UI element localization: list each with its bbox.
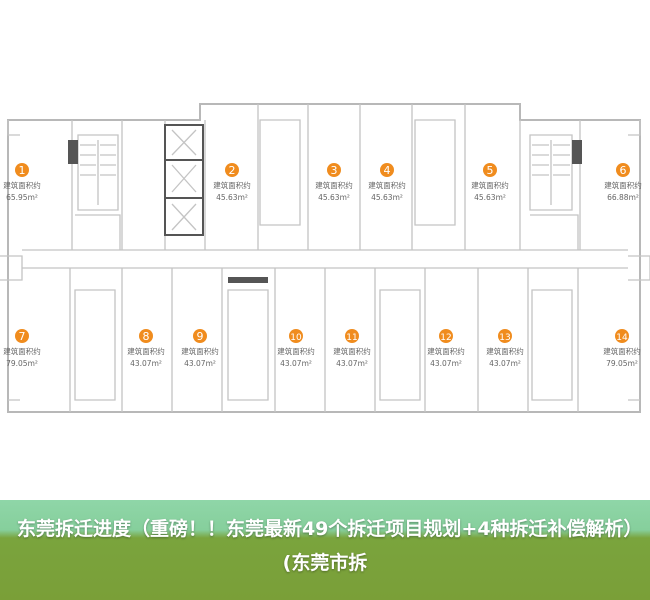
unit-label-10: 10 建筑面积约 43.07m² bbox=[277, 329, 315, 368]
unit-area-label: 建筑面积约 bbox=[603, 346, 641, 356]
core-elevators bbox=[164, 124, 204, 236]
unit-area-label: 建筑面积约 bbox=[127, 346, 165, 356]
unit-number: 1 bbox=[19, 164, 26, 177]
unit-number: 6 bbox=[620, 164, 627, 177]
unit-number: 2 bbox=[229, 164, 236, 177]
unit-label-9: 9 建筑面积约 43.07m² bbox=[181, 329, 219, 368]
unit-number-badge bbox=[193, 329, 207, 343]
unit-area-label: 建筑面积约 bbox=[427, 346, 465, 356]
unit-labels: 1建筑面积约65.95m²2建筑面积约45.63m²3建筑面积约45.63m²4… bbox=[3, 163, 642, 368]
unit-label-13: 13 建筑面积约 43.07m² bbox=[486, 329, 524, 368]
unit-number: 12 bbox=[440, 333, 451, 343]
unit-number-badge bbox=[498, 329, 512, 343]
unit-area-value: 65.95m² bbox=[6, 193, 38, 202]
unit-number: 5 bbox=[487, 164, 494, 177]
unit-number: 13 bbox=[499, 333, 510, 343]
unit-area-value: 45.63m² bbox=[216, 193, 248, 202]
unit-label-2: 2 建筑面积约 45.63m² bbox=[213, 163, 251, 202]
caption-banner bbox=[0, 500, 650, 600]
unit-number-badge bbox=[289, 329, 303, 343]
unit-area-value: 43.07m² bbox=[430, 359, 462, 368]
unit-area-value: 45.63m² bbox=[474, 193, 506, 202]
unit-area-value: 43.07m² bbox=[489, 359, 521, 368]
unit-area-label: 建筑面积约 bbox=[315, 180, 353, 190]
unit-area-label: 建筑面积约 bbox=[277, 346, 315, 356]
unit-number-badge bbox=[139, 329, 153, 343]
unit-number-badge bbox=[615, 329, 629, 343]
unit-area-value: 45.63m² bbox=[371, 193, 403, 202]
unit-label-3: 3 建筑面积约 45.63m² bbox=[315, 163, 353, 202]
unit-number-badge bbox=[15, 329, 29, 343]
unit-area-value: 43.07m² bbox=[130, 359, 162, 368]
unit-area-value: 43.07m² bbox=[184, 359, 216, 368]
banner-title: 东莞拆迁进度（重磅！！东莞最新49个拆迁项目规划+4种拆迁补偿解析）(东莞市拆 bbox=[16, 518, 634, 574]
unit-area-label: 建筑面积约 bbox=[181, 346, 219, 356]
unit-number-badge bbox=[225, 163, 239, 177]
unit-label-4: 4 建筑面积约 45.63m² bbox=[368, 163, 406, 202]
unit-label-14: 14 建筑面积约 79.05m² bbox=[603, 329, 641, 368]
unit-label-5: 5 建筑面积约 45.63m² bbox=[471, 163, 509, 202]
unit-area-value: 66.88m² bbox=[607, 193, 639, 202]
unit-label-1: 1 建筑面积约 65.95m² bbox=[3, 163, 41, 202]
stair-left bbox=[68, 134, 119, 211]
floor-plan: 1建筑面积约65.95m²2建筑面积约45.63m²3建筑面积约45.63m²4… bbox=[0, 103, 650, 413]
unit-area-label: 建筑面积约 bbox=[604, 180, 642, 190]
core-wall-bottom bbox=[228, 277, 268, 283]
unit-number: 3 bbox=[331, 164, 338, 177]
unit-label-12: 12 建筑面积约 43.07m² bbox=[427, 329, 465, 368]
unit-number: 11 bbox=[346, 333, 357, 343]
unit-number-badge bbox=[345, 329, 359, 343]
unit-area-label: 建筑面积约 bbox=[3, 180, 41, 190]
unit-area-value: 43.07m² bbox=[336, 359, 368, 368]
stair-right bbox=[529, 134, 582, 211]
unit-label-7: 7 建筑面积约 79.05m² bbox=[3, 329, 41, 368]
unit-area-label: 建筑面积约 bbox=[368, 180, 406, 190]
unit-number-badge bbox=[327, 163, 341, 177]
unit-number-badge bbox=[616, 163, 630, 177]
unit-area-label: 建筑面积约 bbox=[471, 180, 509, 190]
unit-area-label: 建筑面积约 bbox=[213, 180, 251, 190]
unit-label-6: 6 建筑面积约 66.88m² bbox=[604, 163, 642, 202]
unit-number-badge bbox=[380, 163, 394, 177]
unit-number-badge bbox=[15, 163, 29, 177]
unit-number: 4 bbox=[384, 164, 391, 177]
unit-area-label: 建筑面积约 bbox=[486, 346, 524, 356]
unit-area-label: 建筑面积约 bbox=[333, 346, 371, 356]
unit-number: 14 bbox=[616, 333, 628, 343]
unit-area-value: 43.07m² bbox=[280, 359, 312, 368]
unit-number-badge bbox=[439, 329, 453, 343]
unit-area-value: 45.63m² bbox=[318, 193, 350, 202]
unit-number: 10 bbox=[290, 333, 302, 343]
unit-number-badge bbox=[483, 163, 497, 177]
unit-area-value: 79.05m² bbox=[6, 359, 38, 368]
unit-label-8: 8 建筑面积约 43.07m² bbox=[127, 329, 165, 368]
unit-label-11: 11 建筑面积约 43.07m² bbox=[333, 329, 371, 368]
building-outline bbox=[0, 103, 650, 413]
unit-number: 8 bbox=[143, 330, 150, 343]
unit-number: 7 bbox=[19, 330, 26, 343]
unit-area-value: 79.05m² bbox=[606, 359, 638, 368]
unit-number: 9 bbox=[197, 330, 204, 343]
unit-area-label: 建筑面积约 bbox=[3, 346, 41, 356]
